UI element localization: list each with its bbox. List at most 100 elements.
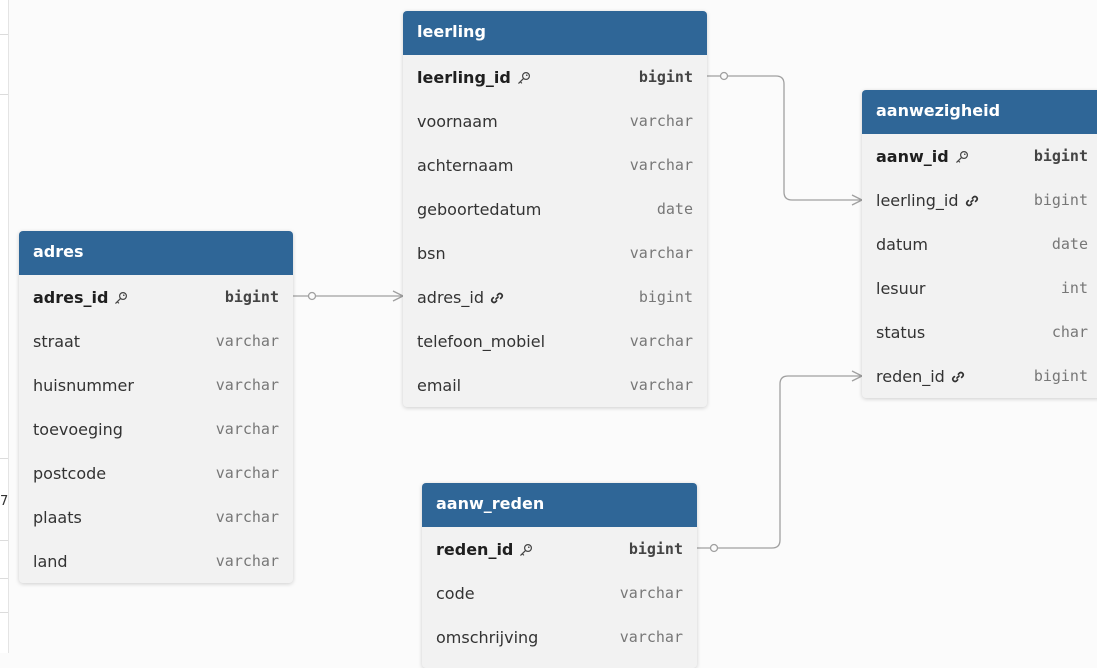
field-name: lesuur	[876, 279, 1061, 298]
link-icon	[951, 369, 965, 383]
table-header[interactable]: adres	[19, 231, 293, 275]
field-name-text: leerling_id	[417, 67, 511, 87]
field-row[interactable]: geboortedatum date	[403, 187, 707, 231]
field-name-text: code	[436, 583, 475, 603]
stray-mark: 7	[0, 494, 9, 509]
field-name: postcode	[33, 464, 216, 483]
field-name-text: status	[876, 322, 926, 342]
field-name-text: datum	[876, 234, 928, 254]
table-header[interactable]: aanwezigheid	[862, 90, 1097, 134]
field-row[interactable]: datum date	[862, 222, 1097, 266]
field-row[interactable]: adres_id bigint	[19, 275, 293, 319]
field-type: date	[656, 200, 693, 218]
field-row[interactable]: huisnummer varchar	[19, 363, 293, 407]
field-name: omschrijving	[436, 628, 620, 647]
field-type: varchar	[215, 508, 279, 526]
link-icon	[965, 193, 979, 207]
field-type: varchar	[215, 464, 279, 482]
field-name-text: toevoeging	[33, 419, 123, 439]
field-name: reden_id	[436, 540, 629, 559]
field-name-text: voornaam	[417, 111, 498, 131]
field-row[interactable]: code varchar	[422, 571, 697, 615]
field-type: varchar	[215, 376, 279, 394]
field-name-text: huisnummer	[33, 375, 134, 395]
left-panel-edge	[0, 0, 9, 653]
field-row[interactable]: leerling_id bigint	[403, 55, 707, 99]
field-name-text: aanw_id	[876, 146, 949, 166]
field-name-text: email	[417, 375, 462, 395]
field-name-text: lesuur	[876, 278, 926, 298]
field-name: aanw_id	[876, 147, 1034, 166]
field-name: email	[417, 376, 630, 395]
field-type: date	[1051, 235, 1088, 253]
field-type: bigint	[224, 288, 279, 306]
field-type: varchar	[629, 112, 693, 130]
field-row[interactable]: voornaam varchar	[403, 99, 707, 143]
field-name-text: achternaam	[417, 155, 514, 175]
field-row[interactable]: status char	[862, 310, 1097, 354]
field-row[interactable]: postcode varchar	[19, 451, 293, 495]
field-name: adres_id	[33, 288, 225, 307]
field-name-text: bsn	[417, 243, 446, 263]
field-name: telefoon_mobiel	[417, 332, 630, 351]
field-row[interactable]: email varchar	[403, 363, 707, 407]
field-name: code	[436, 584, 620, 603]
field-name: reden_id	[876, 367, 1034, 386]
table-leerling[interactable]: leerling leerling_id bigint voornaam varcha…	[403, 11, 707, 407]
field-type: bigint	[1033, 367, 1088, 385]
field-name: status	[876, 323, 1052, 342]
field-name: land	[33, 552, 216, 571]
field-type: bigint	[1033, 147, 1088, 165]
field-name-text: geboortedatum	[417, 199, 542, 219]
field-name: geboortedatum	[417, 200, 657, 219]
field-row[interactable]: telefoon_mobiel varchar	[403, 319, 707, 363]
field-name-text: straat	[33, 331, 81, 351]
field-name: leerling_id	[417, 68, 639, 87]
field-row[interactable]: lesuur int	[862, 266, 1097, 310]
field-row[interactable]: reden_id bigint	[862, 354, 1097, 398]
field-name-text: postcode	[33, 463, 107, 483]
table-header[interactable]: leerling	[403, 11, 707, 55]
field-name: huisnummer	[33, 376, 216, 395]
field-type: int	[1060, 279, 1088, 297]
field-type: char	[1051, 323, 1088, 341]
field-type: varchar	[629, 156, 693, 174]
field-name: leerling_id	[876, 191, 1034, 210]
field-name: datum	[876, 235, 1052, 254]
field-name-text: plaats	[33, 507, 82, 527]
field-name-text: adres_id	[33, 287, 109, 307]
key-icon	[519, 542, 533, 556]
field-name: bsn	[417, 244, 630, 263]
field-row[interactable]: aanw_id bigint	[862, 134, 1097, 178]
field-type: varchar	[215, 552, 279, 570]
field-type: bigint	[1033, 191, 1088, 209]
table-header[interactable]: aanw_reden	[422, 483, 697, 527]
relation-leerling-aanwezigheid	[707, 75, 862, 201]
field-type: varchar	[629, 332, 693, 350]
field-name-text: adres_id	[417, 287, 484, 307]
field-name-text: omschrijving	[436, 627, 539, 647]
field-type: varchar	[619, 584, 683, 602]
field-name-text: telefoon_mobiel	[417, 331, 546, 351]
field-name: toevoeging	[33, 420, 216, 439]
key-icon	[517, 70, 531, 84]
field-row[interactable]: achternaam varchar	[403, 143, 707, 187]
field-name-text: reden_id	[876, 366, 945, 386]
field-name-text: reden_id	[436, 539, 514, 559]
field-name: adres_id	[417, 288, 639, 307]
field-type: bigint	[638, 68, 693, 86]
field-row[interactable]: plaats varchar	[19, 495, 293, 539]
field-type: varchar	[629, 376, 693, 394]
relationship-lines	[293, 71, 863, 553]
